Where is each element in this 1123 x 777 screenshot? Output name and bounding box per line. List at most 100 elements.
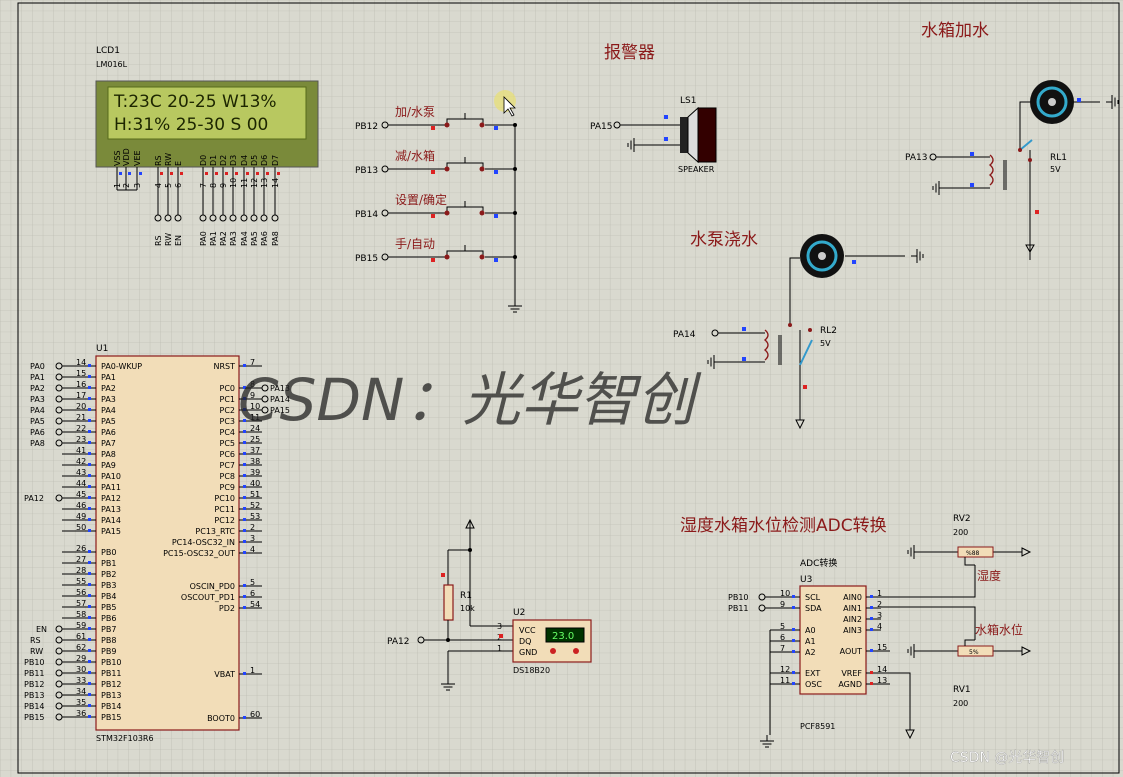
svg-text:GND: GND	[519, 648, 537, 657]
mcu-pin-name: PB11	[101, 669, 122, 678]
ds18b20-sensor[interactable]: PA12 VCC DQ GND 3 2 1 23.0 U2 DS18B20	[387, 548, 592, 691]
pump-motor[interactable]	[789, 234, 924, 278]
lcd-pin-name: E	[174, 161, 183, 166]
pcf-pin-num: 9	[780, 600, 785, 609]
r1-ref: R1	[460, 591, 472, 601]
mcu-pin-num: 61	[76, 632, 86, 641]
lcd-line-2: H:31% 25-30 S 00	[114, 115, 268, 135]
pcf-pin-num: 11	[780, 676, 790, 685]
mcu-pin-name: PC1	[220, 395, 236, 404]
rv1-ref: RV1	[953, 685, 971, 695]
lcd-net-label: RS	[154, 235, 163, 246]
mcu-pin-name: PB10	[101, 658, 122, 667]
mcu-pin-num: 9	[250, 391, 255, 400]
speaker-ls1[interactable]: PA15 LS1 SPEAKER	[590, 96, 717, 174]
lcd-pin-name: D1	[209, 155, 218, 166]
mcu-pin-num: 27	[76, 555, 86, 564]
ds18b20-part: DS18B20	[513, 666, 550, 675]
mcu-pin-name: PB7	[101, 625, 116, 634]
mcu-pin-num: 58	[76, 610, 86, 619]
pcf-pin-name: VREF	[841, 669, 862, 678]
pcf-pin-num: 13	[877, 676, 887, 685]
lcd-net-label: PA1	[209, 231, 218, 246]
mcu-net-label: PA8	[30, 439, 45, 448]
ds18b20-reading: 23.0	[552, 631, 574, 642]
speaker-ref: LS1	[680, 96, 696, 106]
mcu-pin-num: 10	[250, 402, 260, 411]
mcu-pin-name: PA13	[101, 505, 121, 514]
relay1-volt: 5V	[1050, 165, 1061, 174]
ds18b20-ref: U2	[513, 608, 525, 618]
lcd-pin-name: VSS	[113, 150, 122, 166]
rv1-value: 200	[953, 699, 968, 708]
mcu-net-label: PB13	[24, 691, 45, 700]
lcd-net-label: PA8	[271, 231, 280, 246]
lcd-pin-name: RS	[154, 155, 163, 166]
mcu-left-pins: PA0-WKUP14PA0PA115PA1PA216PA2PA317PA3PA4…	[24, 358, 142, 722]
mcu-pin-name: PB4	[101, 592, 116, 601]
mcu-pin-num: 51	[250, 490, 260, 499]
pot-rv2[interactable]: RV2 200 %88 湿度	[907, 514, 1032, 583]
pcf-net-label: PB10	[728, 593, 749, 602]
mcu-net-label: PB11	[24, 669, 45, 678]
mcu-net-label: EN	[36, 625, 47, 634]
mcu-pin-name: PC8	[220, 472, 236, 481]
mcu-pin-name: PA1	[101, 373, 116, 382]
pot-rv1[interactable]: RV1 200 5% 水箱水位	[907, 622, 1032, 708]
pcf-pin-num: 7	[780, 644, 785, 653]
mcu-pin-num: 5	[250, 578, 255, 587]
relay-rl1[interactable]: PA13 RL1 5V	[905, 120, 1067, 260]
pcf-pin-num: 15	[877, 643, 887, 652]
rv2-label: 湿度	[977, 568, 1001, 583]
mcu-pin-num: 52	[250, 501, 260, 510]
mcu-pin-num: 38	[250, 457, 260, 466]
mcu-net-label: PA3	[30, 395, 45, 404]
pcf-pin-name: AOUT	[840, 647, 862, 656]
pcf-pin-name: AGND	[838, 680, 862, 689]
pcf-pin-num: 12	[780, 665, 790, 674]
lcd-module[interactable]: LCD1 LM016L T:23C 20-25 W13% H:31% 25-30…	[95, 46, 319, 168]
mcu-pin-name: PB1	[101, 559, 116, 568]
lcd-line-1: T:23C 20-25 W13%	[113, 92, 277, 112]
mcu-pin-num: 29	[76, 654, 86, 663]
mcu-pin-num: 35	[76, 698, 86, 707]
pcf-pin-num: 10	[780, 589, 790, 598]
footer-credit: CSDN @光华智创	[950, 750, 1064, 766]
mcu-pin-name: PA14	[101, 516, 121, 525]
mcu-pin-name: PD2	[219, 604, 235, 613]
pcf8591-u3[interactable]: ADC转换 U3 PCF8591	[759, 557, 976, 748]
rv1-label: 水箱水位	[975, 622, 1023, 637]
lcd-net-label: PA6	[260, 231, 269, 246]
mcu-net-label: PA0	[30, 362, 45, 371]
pcf-pin-num: 3	[877, 611, 882, 620]
r1-resistor[interactable]: R1 10k	[441, 518, 475, 640]
svg-text:3: 3	[497, 622, 502, 631]
mcu-pin-name: PB8	[101, 636, 116, 645]
mcu-pin-name: PA4	[101, 406, 116, 415]
relay-rl2[interactable]: PA14 RL2 5V	[673, 275, 837, 430]
rv2-pct: %88	[966, 550, 980, 557]
mcu-net-label: PB12	[24, 680, 45, 689]
mcu-net-label: RS	[30, 636, 41, 645]
watermark: CSDN：光华智创	[238, 366, 701, 434]
lcd-pin-name: D3	[229, 155, 238, 166]
mcu-pin-name: PA5	[101, 417, 116, 426]
mcu-pin-name: PB5	[101, 603, 116, 612]
mcu-pin-name: PA15	[101, 527, 121, 536]
mcu-pin-name: BOOT0	[207, 714, 235, 723]
mcu-pin-num: 30	[76, 665, 86, 674]
mcu-pin-num: 60	[250, 710, 260, 719]
title-adc: 湿度水箱水位检测ADC转换	[680, 516, 887, 536]
mcu-pin-name: PC15-OSC32_OUT	[163, 549, 235, 558]
mcu-u1[interactable]: U1 STM32F103R6	[95, 344, 240, 743]
mcu-pin-num: 34	[76, 687, 86, 696]
tank-motor[interactable]	[1019, 80, 1119, 124]
mcu-pin-num: 45	[76, 490, 86, 499]
mcu-net-label: PA15	[270, 406, 290, 415]
button-net: PB15	[355, 254, 378, 264]
